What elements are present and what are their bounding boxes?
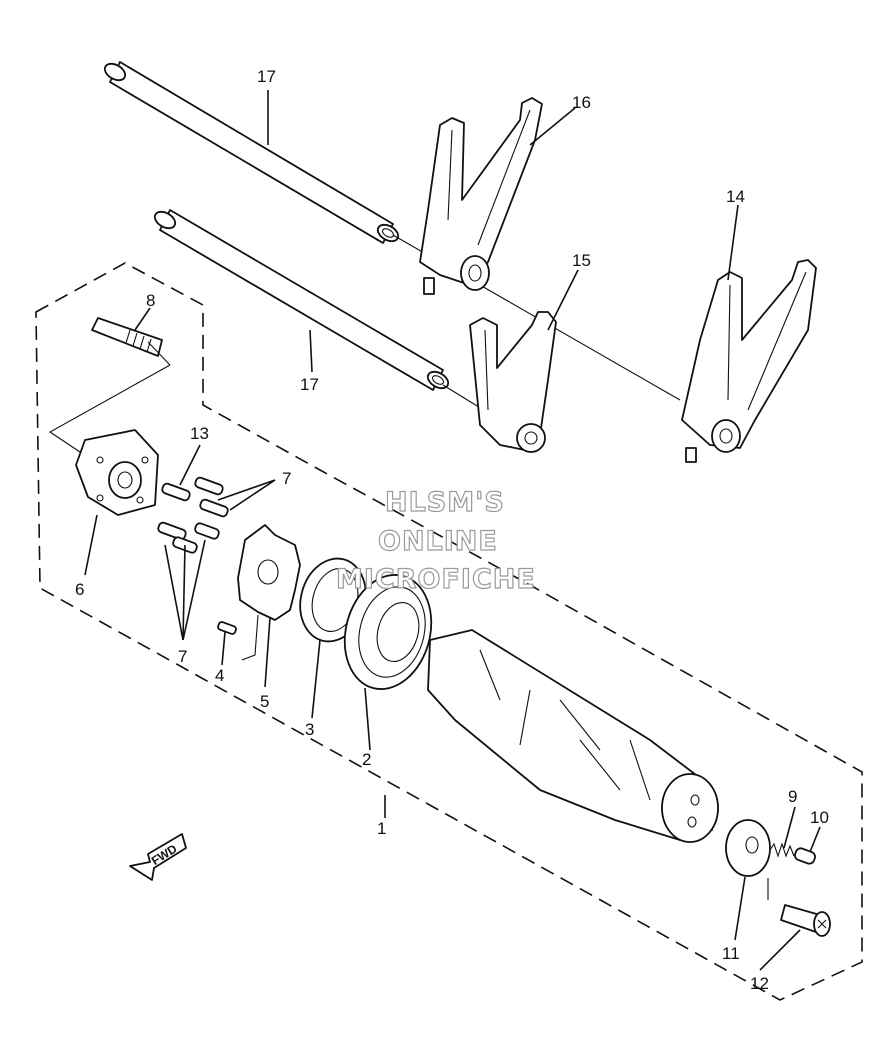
callout-3: 3 xyxy=(305,720,314,739)
shift-fork-shaft-upper xyxy=(103,61,400,244)
segment-plate-5 xyxy=(237,524,301,621)
shift-fork-16 xyxy=(419,97,543,295)
callout-12: 12 xyxy=(750,974,769,993)
pins-group xyxy=(157,476,237,635)
callout-7-upper: 7 xyxy=(282,469,291,488)
bearing-2 xyxy=(343,574,433,690)
callout-10: 10 xyxy=(810,808,829,827)
callout-16: 16 xyxy=(572,93,591,112)
watermark: HLSM'S ONLINE MICROFICHE xyxy=(335,486,536,595)
shift-fork-shaft-lower xyxy=(153,209,450,391)
pin-10 xyxy=(794,847,816,865)
watermark-line-2: ONLINE xyxy=(378,526,498,557)
callout-4: 4 xyxy=(215,666,224,685)
callout-7-lower: 7 xyxy=(178,647,187,666)
leader-lines xyxy=(84,90,821,971)
callout-1: 1 xyxy=(377,819,386,838)
callout-6: 6 xyxy=(75,580,84,599)
callout-13: 13 xyxy=(190,424,209,443)
stopper-11 xyxy=(725,819,771,877)
callout-5: 5 xyxy=(260,692,269,711)
shift-cam-6 xyxy=(75,429,159,516)
shift-fork-14 xyxy=(681,259,817,463)
screw-8 xyxy=(91,317,163,357)
spring-9 xyxy=(769,842,795,858)
callout-17-upper: 17 xyxy=(257,67,276,86)
callout-2: 2 xyxy=(362,750,371,769)
callout-labels: 1 2 3 4 5 6 7 7 8 9 10 11 12 13 14 15 16… xyxy=(75,67,829,993)
forward-arrow-icon: FWD xyxy=(129,833,187,881)
callout-17-lower: 17 xyxy=(300,375,319,394)
callout-14: 14 xyxy=(726,187,745,206)
screw-12 xyxy=(780,904,831,937)
shift-drum-1 xyxy=(427,629,719,843)
shift-fork-15 xyxy=(469,311,557,453)
callout-11: 11 xyxy=(722,944,740,963)
watermark-line-3: MICROFICHE xyxy=(336,564,536,595)
callout-9: 9 xyxy=(788,787,797,806)
callout-8: 8 xyxy=(146,291,155,310)
watermark-line-1: HLSM'S xyxy=(385,487,505,518)
callout-15: 15 xyxy=(572,251,591,270)
assembly-boundary xyxy=(35,262,863,1001)
